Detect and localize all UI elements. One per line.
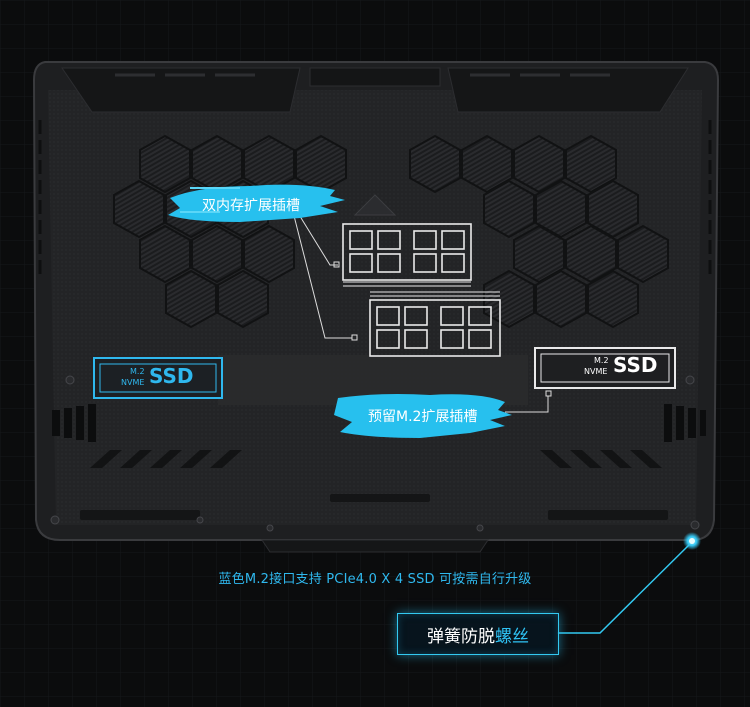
ram-slots-label: 双内存扩展插槽 [202, 198, 300, 214]
ssd-left-ssd: SSD [149, 364, 194, 388]
callout-text-main: 弹簧防脱 [427, 626, 495, 647]
m2-slot-label: 预留M.2扩展插槽 [368, 409, 478, 425]
ssd-right-ssd: SSD [613, 353, 658, 377]
ssd-right-nvme: NVME [584, 367, 608, 376]
ram-module-upper [342, 223, 472, 287]
spring-screw-callout: 弹簧防脱螺丝 [397, 613, 559, 655]
ssd-left-outline [93, 357, 223, 399]
ssd-left-nvme: NVME [121, 378, 145, 387]
callout-text-highlight: 螺丝 [495, 626, 529, 647]
ssd-right-outline [534, 347, 676, 389]
pcie-caption: 蓝色M.2接口支持 PCIe4.0 X 4 SSD 可按需自行升级 [218, 572, 532, 587]
ram-module-lower [369, 291, 501, 357]
ssd-right-m2: M.2 [594, 356, 609, 365]
ssd-left-m2: M.2 [130, 367, 145, 376]
